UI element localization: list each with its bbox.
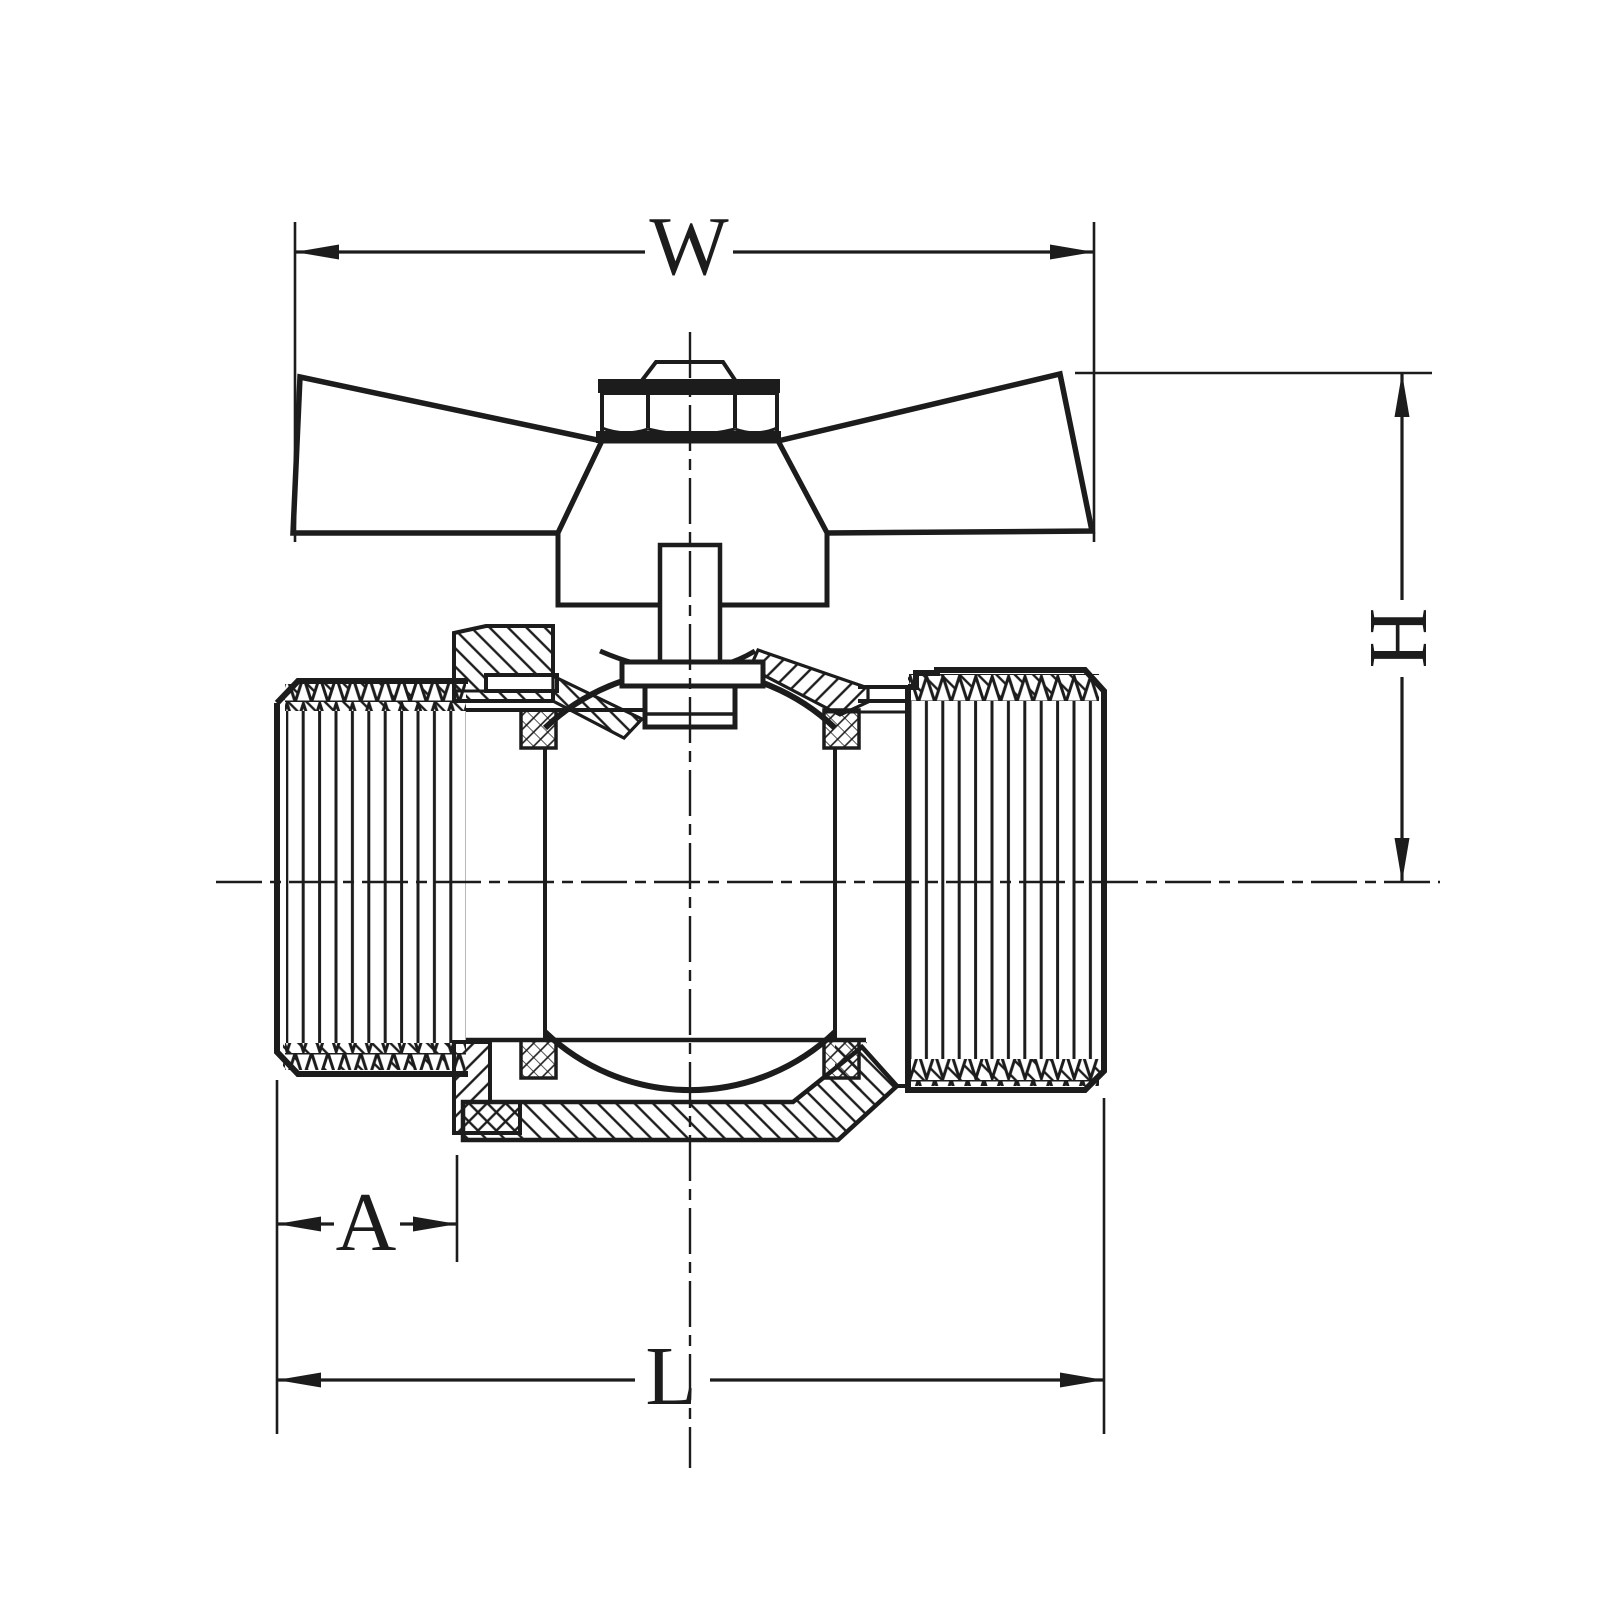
seat-seals [519, 708, 861, 1080]
w-arrow-right [1050, 244, 1094, 260]
h-label: H [1352, 608, 1445, 669]
l-arrow-right [1060, 1372, 1104, 1388]
bonnet-right-slope-hatch [750, 650, 868, 715]
right-end-top-thread-teeth [909, 674, 1099, 701]
l-label: L [645, 1330, 696, 1423]
body-bottom-wall-outline [460, 1043, 901, 1143]
seal-top-right [822, 708, 861, 750]
nut-facet-lines [646, 393, 737, 428]
seal-bottom-left [519, 1038, 558, 1080]
butterfly-handle-assembly [290, 360, 1096, 730]
nut-bottom-band [596, 431, 781, 443]
bonnet-left-slope-outline [551, 673, 645, 740]
centerlines [216, 332, 1440, 1468]
stem-washer [619, 659, 766, 689]
a-label: A [336, 1176, 397, 1269]
thread-profiles [285, 674, 1100, 1086]
gland-block [484, 673, 559, 693]
ball-pocket-walls [543, 748, 837, 1040]
dimensions: W H A L [275, 200, 1445, 1434]
right-end-bottom-thread-teeth [909, 1059, 1099, 1086]
left-end-thread-flanks [286, 711, 466, 1043]
left-end-top-thread-teeth [285, 684, 466, 711]
w-label: W [649, 200, 729, 293]
dimension-w: W [293, 200, 1096, 542]
left-end-bottom-thread-teeth [285, 1043, 466, 1070]
left-threaded-end-outline [274, 678, 468, 1077]
seal-top-left [519, 708, 558, 750]
dimension-a: A [277, 1155, 459, 1269]
a-arrow-right [413, 1216, 457, 1232]
dimension-l: L [275, 1080, 1106, 1434]
l-extension-lines [275, 1080, 1106, 1434]
body-bottom-wall-hatch [463, 1047, 897, 1140]
w-extension-lines [293, 222, 1096, 542]
h-arrow-top [1394, 373, 1410, 417]
h-arrow-bottom [1394, 838, 1410, 882]
l-arrow-left [277, 1372, 321, 1388]
seal-bottom-right [822, 1038, 861, 1080]
dimension-h: H [1075, 371, 1445, 882]
a-arrow-left [277, 1216, 321, 1232]
right-threaded-end-outline [905, 667, 1107, 1093]
bonnet-left-slope-hatch [553, 676, 642, 738]
right-end-thread-flanks [910, 701, 1100, 1059]
w-arrow-left [295, 244, 339, 260]
